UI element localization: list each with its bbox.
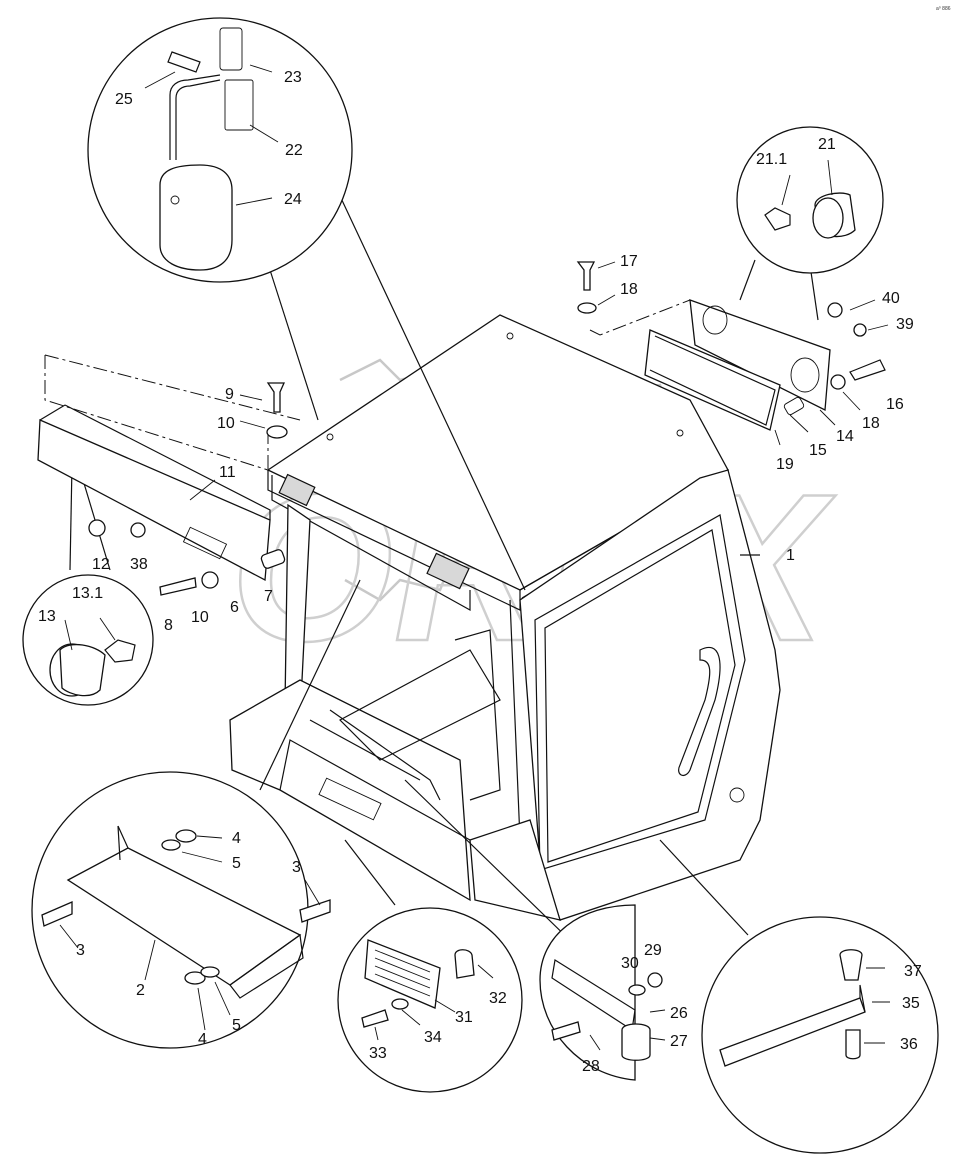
callout-34: 34 — [424, 1029, 442, 1046]
callout-22: 22 — [285, 142, 303, 159]
callout-21: 21 — [818, 136, 836, 153]
hinge-detail-circle — [539, 904, 666, 1081]
callout-26: 26 — [670, 1005, 688, 1022]
callout-21-1: 21.1 — [756, 151, 787, 168]
callout-13: 13 — [38, 608, 56, 625]
callout-38: 38 — [130, 556, 148, 573]
callout-23: 23 — [284, 69, 302, 86]
callout-25: 25 — [115, 91, 133, 108]
headlamp-detail-circle — [22, 574, 154, 706]
callout-13-1: 13.1 — [72, 585, 103, 602]
callout-36: 36 — [900, 1036, 918, 1053]
callout-15: 15 — [809, 442, 827, 459]
callout-6: 6 — [230, 599, 239, 616]
callout-35: 35 — [902, 995, 920, 1012]
leader-lines — [44, 195, 819, 951]
callout-10: 10 — [217, 415, 235, 432]
callout-12: 12 — [92, 556, 110, 573]
callout-3: 3 — [76, 942, 85, 959]
callout-39: 39 — [896, 316, 914, 333]
callout-8: 8 — [164, 617, 173, 634]
callout-18: 18 — [620, 281, 638, 298]
step-detail-circle — [31, 771, 331, 1049]
work-lamp-assembly — [576, 261, 889, 446]
callout-5: 5 — [232, 855, 241, 872]
callout-31: 31 — [455, 1009, 473, 1026]
callout-40: 40 — [882, 290, 900, 307]
callout-labels: 1 2 3 3 4 4 5 5 6 7 8 9 10 10 11 12 13 1… — [38, 69, 922, 1075]
callout-7: 7 — [264, 588, 273, 605]
sill-detail-circle — [701, 916, 939, 1154]
callout-32: 32 — [489, 990, 507, 1007]
callout-1: 1 — [786, 547, 795, 564]
callout-11: 11 — [219, 464, 236, 481]
callout-5: 5 — [232, 1017, 241, 1034]
callout-4: 4 — [198, 1031, 207, 1048]
callout-28: 28 — [582, 1058, 600, 1075]
callout-33: 33 — [369, 1045, 387, 1062]
callout-2: 2 — [136, 982, 145, 999]
callout-14: 14 — [836, 428, 854, 445]
mirror-detail-circle — [87, 17, 353, 283]
cab-frame — [229, 314, 781, 921]
callout-18: 18 — [862, 415, 880, 432]
callout-3: 3 — [292, 859, 301, 876]
lamp-detail-circle — [736, 126, 884, 274]
callout-27: 27 — [670, 1033, 688, 1050]
callout-24: 24 — [284, 191, 302, 208]
callout-9: 9 — [225, 386, 234, 403]
vent-detail-circle — [337, 907, 523, 1093]
callout-19: 19 — [776, 456, 794, 473]
callout-37: 37 — [904, 963, 922, 980]
front-lamp-bar — [37, 382, 288, 596]
callout-4: 4 — [232, 830, 241, 847]
callout-16: 16 — [886, 396, 904, 413]
callout-30: 30 — [621, 955, 639, 972]
callout-29: 29 — [644, 942, 662, 959]
callout-17: 17 — [620, 253, 638, 270]
corner-mark: a⁰ 886 — [936, 6, 951, 12]
callout-10: 10 — [191, 609, 209, 626]
